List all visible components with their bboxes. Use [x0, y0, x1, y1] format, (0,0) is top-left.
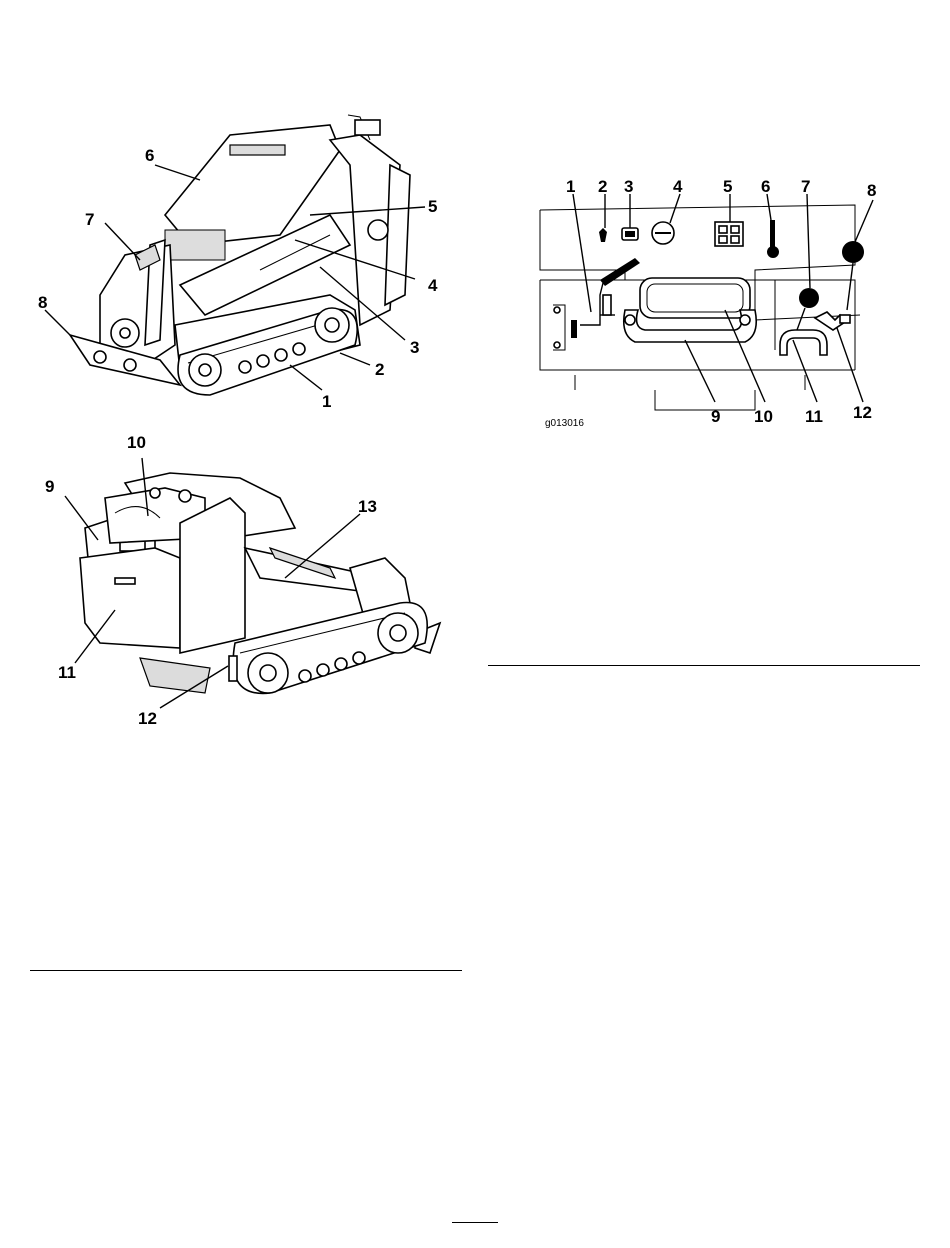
callout-c7: 7: [801, 177, 810, 196]
callout-5: 5: [428, 197, 437, 216]
leader-line-1: [290, 365, 322, 390]
callout-8: 8: [38, 293, 47, 312]
callout-c3: 3: [624, 177, 633, 196]
leader-line-c4: [670, 194, 680, 223]
section-divider-left: [30, 970, 462, 971]
callout-c12: 12: [853, 403, 872, 422]
leader-line-8: [45, 310, 70, 335]
callout-9: 9: [45, 477, 54, 496]
callout-6: 6: [145, 146, 154, 165]
callout-c11: 11: [805, 407, 823, 426]
machine-front-illustration: [70, 115, 410, 395]
leader-line-2: [340, 353, 370, 365]
callout-c1: 1: [566, 177, 575, 196]
leader-line-c9: [685, 340, 715, 402]
callout-c2: 2: [598, 177, 607, 196]
callout-11: 11: [58, 663, 76, 682]
machine-rear-illustration: [80, 473, 440, 693]
leader-line-c6: [767, 194, 771, 220]
callout-c4: 4: [673, 177, 683, 196]
figure-machine-front-view: 6 7 8 5 4 3 2 1: [30, 95, 470, 425]
leader-line-c11: [793, 340, 817, 402]
callout-10: 10: [127, 433, 146, 452]
callout-c8: 8: [867, 181, 876, 200]
page-number-rule: [452, 1222, 498, 1223]
section-divider-right: [488, 665, 920, 666]
leader-line-c1: [573, 194, 591, 312]
callout-1: 1: [322, 392, 331, 411]
callout-7: 7: [85, 210, 94, 229]
callout-2: 2: [375, 360, 384, 379]
leader-line-7: [105, 223, 140, 260]
leader-line-6: [155, 165, 200, 180]
leader-line-c7: [807, 194, 810, 288]
figure-control-panel: 1 2 3 4 5 6 7 8 9 10 11 12 g013016: [535, 170, 895, 435]
callout-4: 4: [428, 276, 438, 295]
figure-id: g013016: [545, 418, 584, 429]
callout-12: 12: [138, 709, 157, 728]
callout-13: 13: [358, 497, 377, 516]
callout-3: 3: [410, 338, 419, 357]
callout-c10: 10: [754, 407, 773, 426]
figure-machine-rear-view: 10 9 13 11 12: [30, 428, 460, 738]
leader-line-c8: [855, 200, 873, 242]
callout-c9: 9: [711, 407, 720, 426]
leader-line-c12: [837, 328, 863, 402]
callout-c5: 5: [723, 177, 732, 196]
leader-line-9: [65, 496, 98, 540]
callout-c6: 6: [761, 177, 770, 196]
control-panel-illustration: [540, 205, 864, 410]
